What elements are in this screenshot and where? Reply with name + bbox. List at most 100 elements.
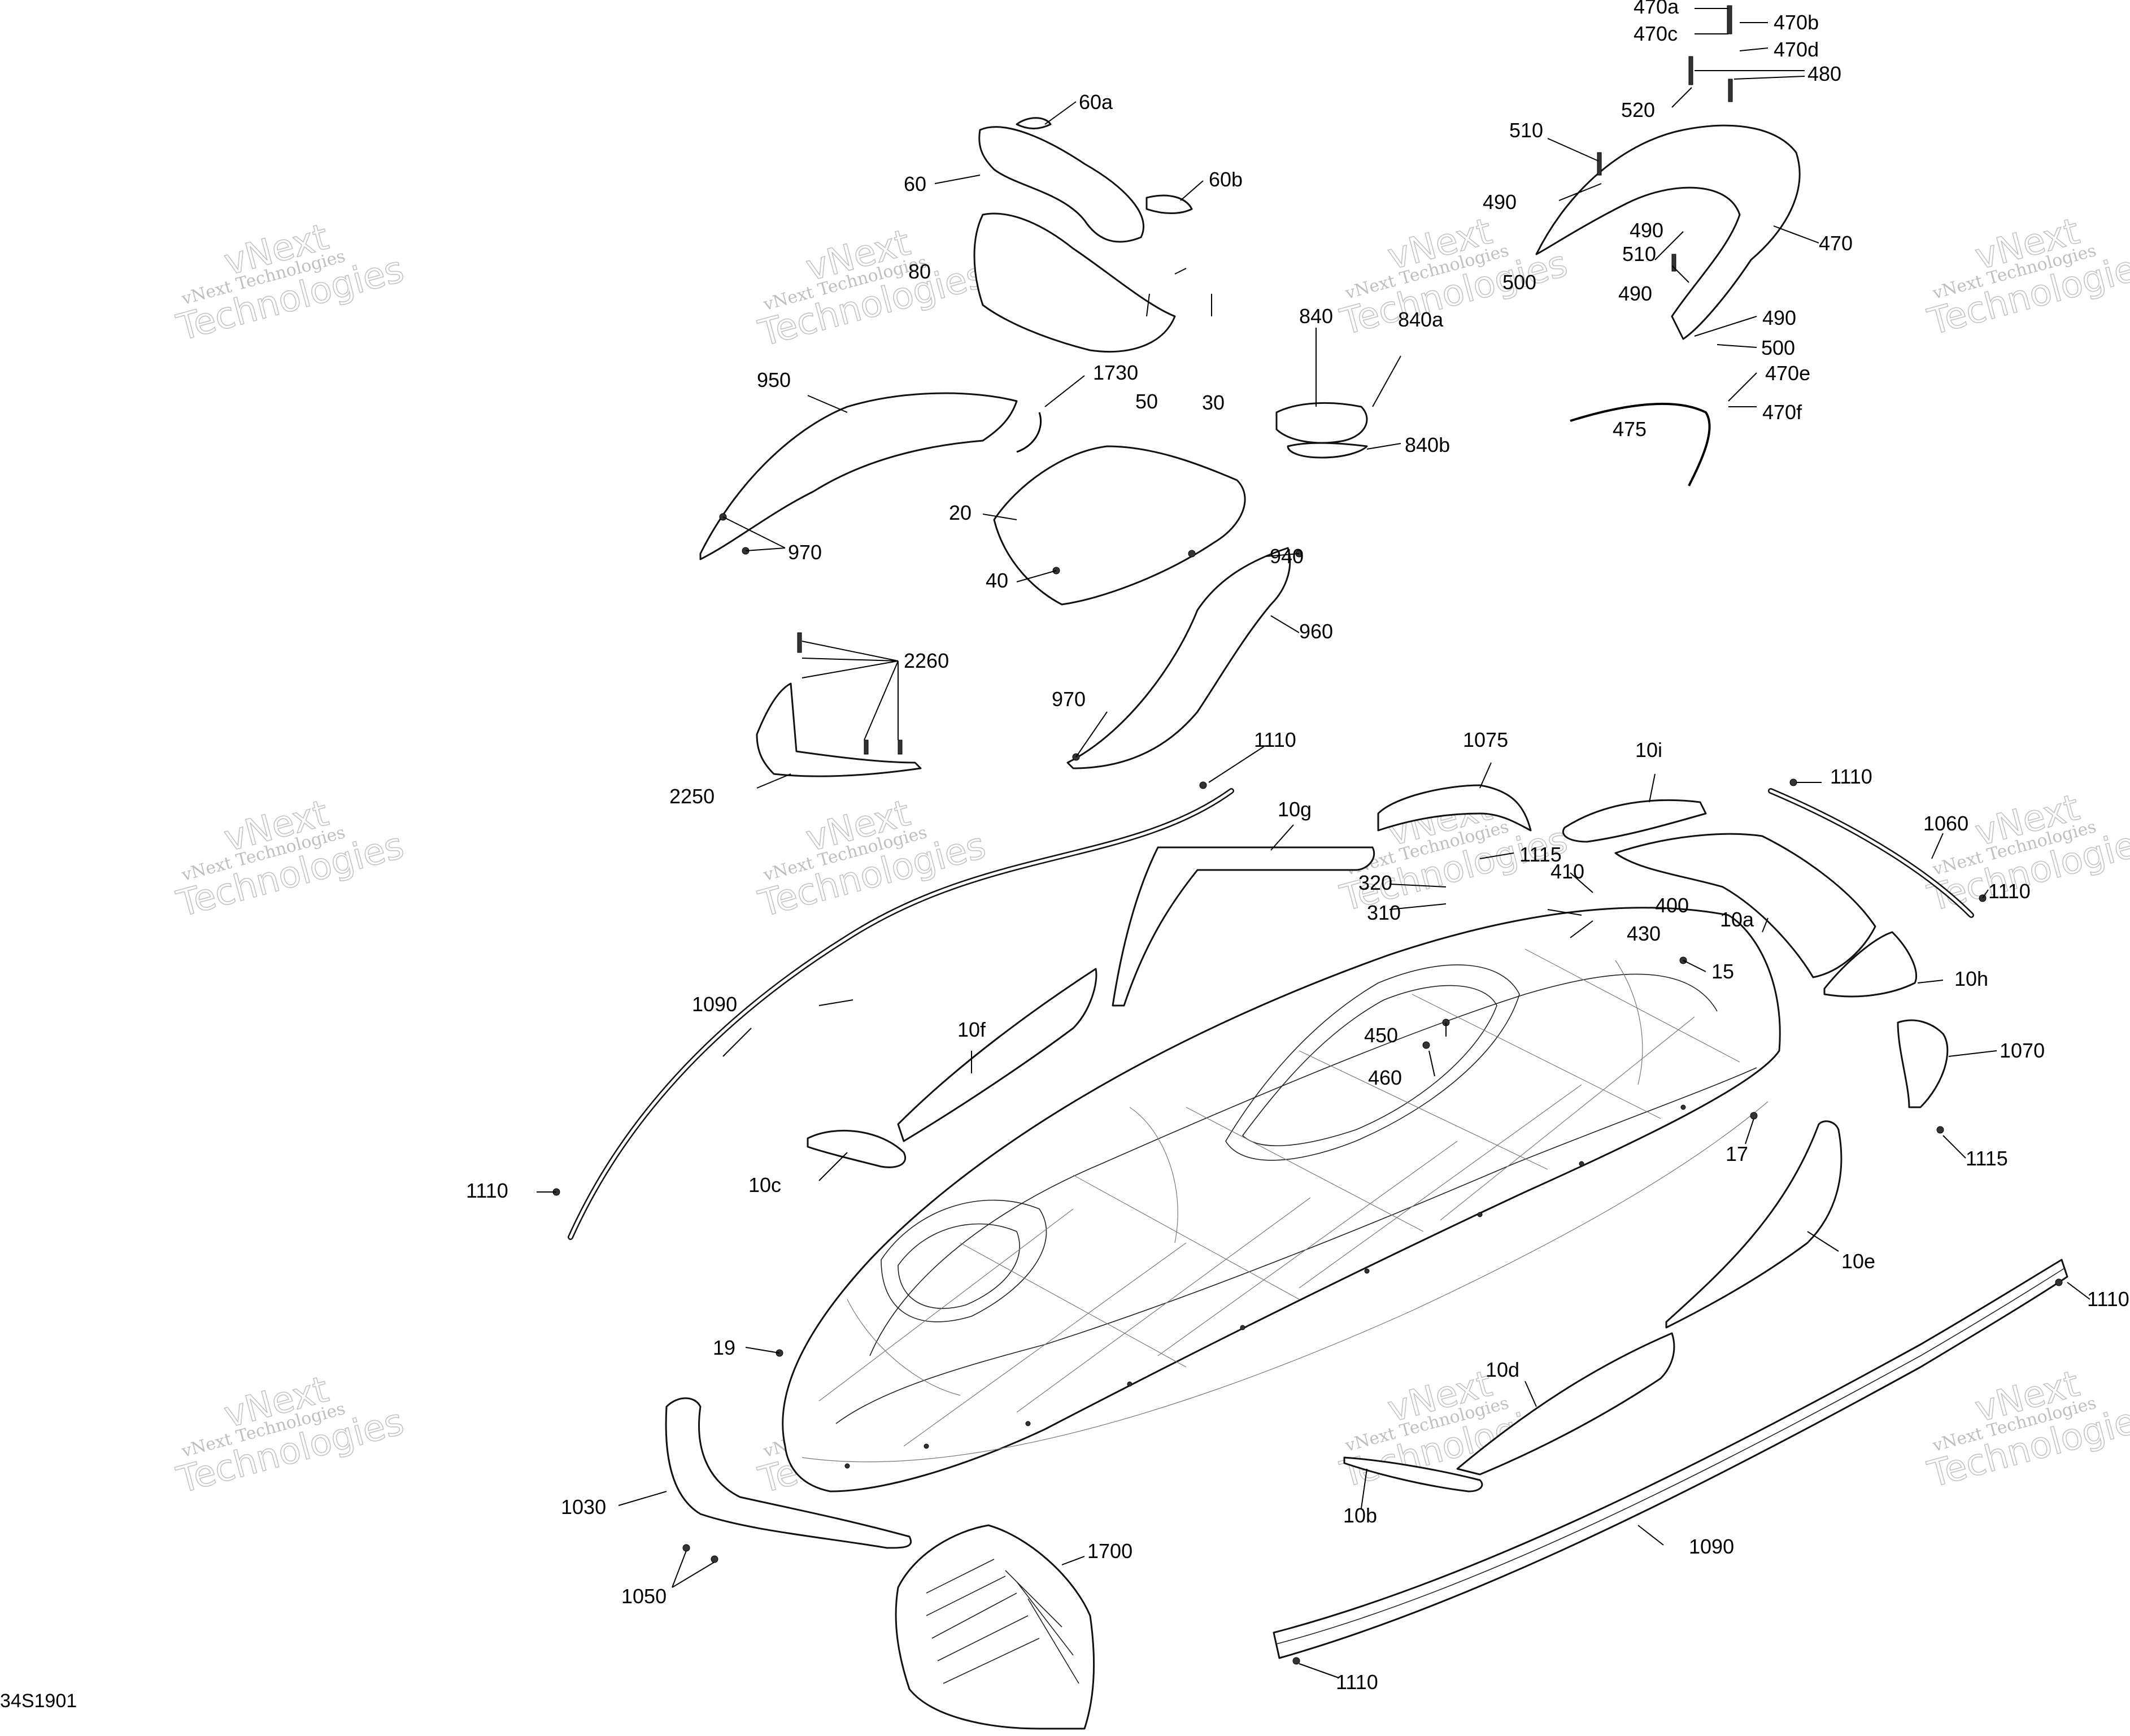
part-1075 xyxy=(1377,784,1532,832)
screw-icon xyxy=(1188,550,1196,558)
callout-430: 430 xyxy=(1627,922,1661,945)
callout-470: 470 xyxy=(1819,232,1853,255)
callout-490: 490 xyxy=(1630,219,1663,242)
callout-470d: 470d xyxy=(1774,38,1819,61)
callout-1110: 1110 xyxy=(1336,1670,1378,1694)
watermark: vNext vNext Technologies Technologies xyxy=(1923,210,2130,344)
watermark: vNext vNext Technologies Technologies xyxy=(172,792,409,926)
screw-icon xyxy=(864,739,869,755)
callout-450: 450 xyxy=(1364,1024,1398,1047)
watermark: vNext vNext Technologies Technologies xyxy=(754,792,991,926)
hull-rivet xyxy=(1579,1161,1584,1167)
watermark: vNext vNext Technologies Technologies xyxy=(754,221,991,355)
callout-1115: 1115 xyxy=(1966,1147,2008,1170)
decal-10e xyxy=(1665,1120,1842,1329)
callout-10h: 10h xyxy=(1954,967,1988,990)
callout-1030: 1030 xyxy=(561,1495,606,1519)
callout-10i: 10i xyxy=(1635,738,1662,762)
callout-1110: 1110 xyxy=(466,1179,508,1202)
callout-490: 490 xyxy=(1618,282,1652,305)
callout-470c: 470c xyxy=(1634,22,1678,45)
callout-970: 970 xyxy=(1052,688,1086,711)
screw-icon xyxy=(898,739,903,755)
part-60 xyxy=(978,126,1144,243)
screw-icon xyxy=(1750,1112,1758,1120)
callout-500: 500 xyxy=(1502,271,1536,294)
rub-strip-1060 xyxy=(1768,788,1974,918)
callout-labels: 470a 470b 470c 470d 480 520 510 490 470 … xyxy=(466,0,2129,1694)
screw-icon xyxy=(711,1555,718,1563)
callout-490: 490 xyxy=(1762,306,1796,329)
part-470 xyxy=(1535,124,1801,340)
part-840b xyxy=(1287,442,1368,459)
screw-icon xyxy=(1727,5,1732,34)
callout-410: 410 xyxy=(1550,860,1584,883)
callout-470a: 470a xyxy=(1634,0,1679,18)
watermark: vNext vNext Technologies Technologies xyxy=(1336,210,1573,344)
callout-1700: 1700 xyxy=(1087,1539,1132,1563)
figure-id: 34S1901 xyxy=(0,1690,77,1712)
callout-475: 475 xyxy=(1613,417,1646,441)
callout-2250: 2250 xyxy=(669,785,715,808)
callout-470f: 470f xyxy=(1762,401,1802,424)
hull-rivet xyxy=(1680,1104,1686,1110)
hull-deck xyxy=(782,907,1781,1493)
part-1730 xyxy=(1016,412,1042,453)
callout-2260: 2260 xyxy=(904,649,949,672)
callout-960: 960 xyxy=(1299,620,1333,643)
callout-840: 840 xyxy=(1299,304,1333,328)
watermark: vNext vNext Technologies Technologies xyxy=(172,1368,409,1502)
decal-10h xyxy=(1823,931,1918,998)
callout-460: 460 xyxy=(1368,1066,1402,1089)
callout-510: 510 xyxy=(1509,119,1543,142)
callout-50: 50 xyxy=(1135,390,1158,413)
decal-10d xyxy=(1456,1332,1675,1476)
callout-1090: 1090 xyxy=(692,993,737,1016)
callout-30: 30 xyxy=(1202,391,1225,414)
callout-10c: 10c xyxy=(748,1173,781,1197)
hull-rivet xyxy=(1364,1268,1370,1274)
screw-icon xyxy=(1671,254,1676,272)
part-1070 xyxy=(1897,1019,1949,1108)
callout-60: 60 xyxy=(904,172,926,195)
callout-520: 520 xyxy=(1621,98,1655,121)
callout-970: 970 xyxy=(788,541,822,564)
callout-940: 940 xyxy=(1270,545,1304,568)
callout-1730: 1730 xyxy=(1093,361,1138,384)
callout-15: 15 xyxy=(1711,960,1734,983)
decal-10f xyxy=(897,968,1097,1142)
rub-strip-1090-left xyxy=(568,788,1234,1240)
screw-icon xyxy=(1728,79,1733,102)
callout-10b: 10b xyxy=(1343,1504,1377,1527)
screw-icon xyxy=(1688,56,1693,85)
screw-icon xyxy=(682,1544,690,1552)
screw-icon xyxy=(1422,1041,1430,1049)
screw-icon xyxy=(2055,1278,2063,1286)
callout-19: 19 xyxy=(713,1336,735,1359)
callout-1070: 1070 xyxy=(2000,1039,2045,1062)
callout-10f: 10f xyxy=(957,1018,986,1041)
screw-icon xyxy=(797,632,802,653)
callout-80: 80 xyxy=(908,260,931,283)
callout-500: 500 xyxy=(1761,336,1795,359)
fastener-group xyxy=(552,5,2063,1665)
leader-lines xyxy=(537,8,2090,1678)
decal-10i xyxy=(1562,799,1707,843)
rub-strip-1090-right xyxy=(1273,1259,2068,1659)
screw-icon xyxy=(1597,152,1602,176)
callout-310: 310 xyxy=(1367,901,1401,924)
decal-10b xyxy=(1343,1456,1483,1493)
decal-10c xyxy=(807,1129,906,1168)
part-840 xyxy=(1275,402,1368,444)
callout-470b: 470b xyxy=(1774,11,1819,34)
decal-10g xyxy=(1112,846,1375,1007)
callout-1110: 1110 xyxy=(2087,1287,2129,1311)
callout-1110: 1110 xyxy=(1988,880,2031,903)
callout-1110: 1110 xyxy=(1254,728,1296,751)
callout-1060: 1060 xyxy=(1923,812,1968,835)
callout-480: 480 xyxy=(1807,62,1841,85)
callout-20: 20 xyxy=(949,501,972,524)
screw-icon xyxy=(1789,778,1797,786)
hull-rivet xyxy=(1477,1212,1483,1217)
